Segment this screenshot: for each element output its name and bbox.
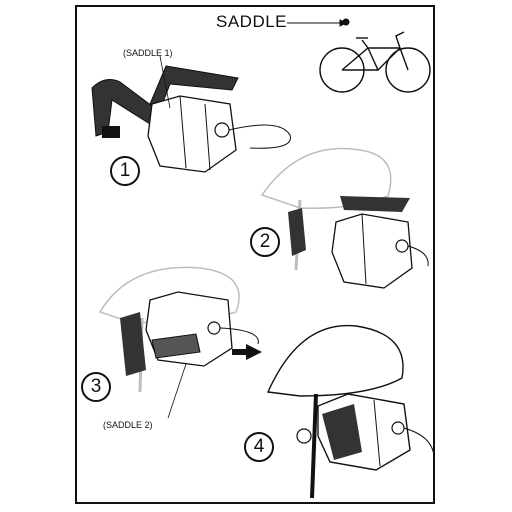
step1-illustration	[91, 65, 291, 173]
saddle-bag	[147, 95, 237, 173]
bicycle-icon	[319, 31, 431, 93]
push-arrow	[232, 344, 262, 360]
saddle-pointer	[287, 18, 350, 27]
step4-illustration	[266, 324, 435, 499]
step3-illustration	[98, 266, 262, 419]
step2-illustration	[260, 147, 429, 289]
saddle2-label: (SADDLE 2)	[103, 420, 153, 430]
strap-black-2	[149, 65, 239, 111]
step-4-badge: 4	[244, 432, 274, 462]
step-3-badge: 3	[81, 372, 111, 402]
step-1-badge: 1	[110, 156, 140, 186]
strap-buckle	[102, 126, 120, 138]
saddle-title: SADDLE	[216, 12, 288, 31]
strap-through	[151, 333, 201, 359]
saddle1-leader	[159, 55, 171, 109]
step-2-badge: 2	[250, 227, 280, 257]
saddle1-label: (SADDLE 1)	[123, 48, 173, 58]
strap-black	[91, 79, 161, 137]
saddle2-leader	[167, 363, 187, 419]
